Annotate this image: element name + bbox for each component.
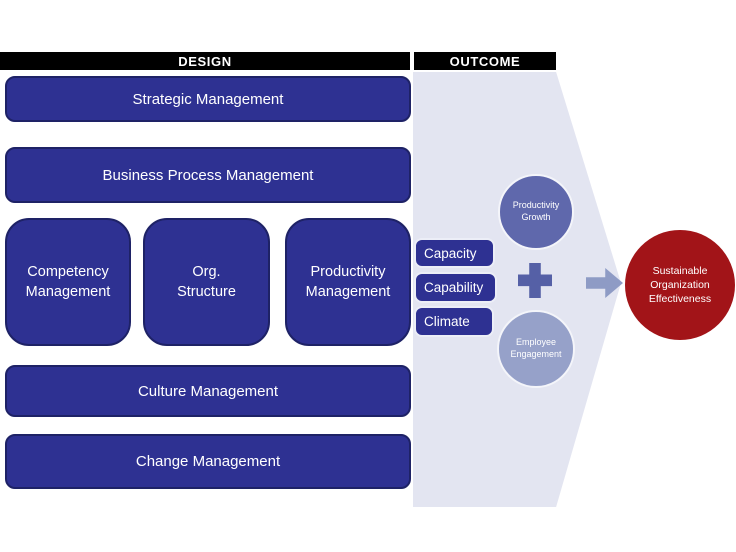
competency-management-label: Competency Management <box>25 263 111 300</box>
business-process-management-box: Business Process Management <box>5 147 411 203</box>
productivity-growth-label: Productivity Growth <box>512 200 560 222</box>
climate-box: Climate <box>414 306 494 337</box>
competency-management-box: Competency Management <box>5 218 131 346</box>
productivity-management-box: Productivity Management <box>285 218 411 346</box>
capacity-box: Capacity <box>414 238 495 268</box>
strategic-management-label: Strategic Management <box>132 90 284 108</box>
culture-management-label: Culture Management <box>137 382 279 400</box>
outcome-header-label: OUTCOME <box>449 53 521 69</box>
change-management-label: Change Management <box>135 453 281 470</box>
climate-label: Climate <box>424 314 470 329</box>
org-structure-box: Org. Structure <box>143 218 270 346</box>
strategic-management-box: Strategic Management <box>5 76 411 122</box>
outcome-section-header: OUTCOME <box>414 52 556 70</box>
productivity-management-label: Productivity Management <box>305 263 391 300</box>
capacity-label: Capacity <box>424 245 477 261</box>
capability-label: Capability <box>424 280 484 295</box>
design-header-label: DESIGN <box>178 53 232 69</box>
culture-management-box: Culture Management <box>5 365 411 417</box>
productivity-growth-circle: Productivity Growth <box>498 174 574 250</box>
sustainable-organization-effectiveness-label: Sustainable Organization Effectiveness <box>648 264 712 306</box>
sustainable-organization-effectiveness-circle: Sustainable Organization Effectiveness <box>625 230 735 340</box>
business-process-management-label: Business Process Management <box>102 166 314 184</box>
change-management-box: Change Management <box>5 434 411 489</box>
employee-engagement-label: Employee Engagement <box>510 337 562 359</box>
org-structure-label: Org. Structure <box>177 263 236 300</box>
employee-engagement-circle: Employee Engagement <box>497 310 575 388</box>
design-section-header: DESIGN <box>0 52 410 70</box>
capability-box: Capability <box>414 272 497 303</box>
